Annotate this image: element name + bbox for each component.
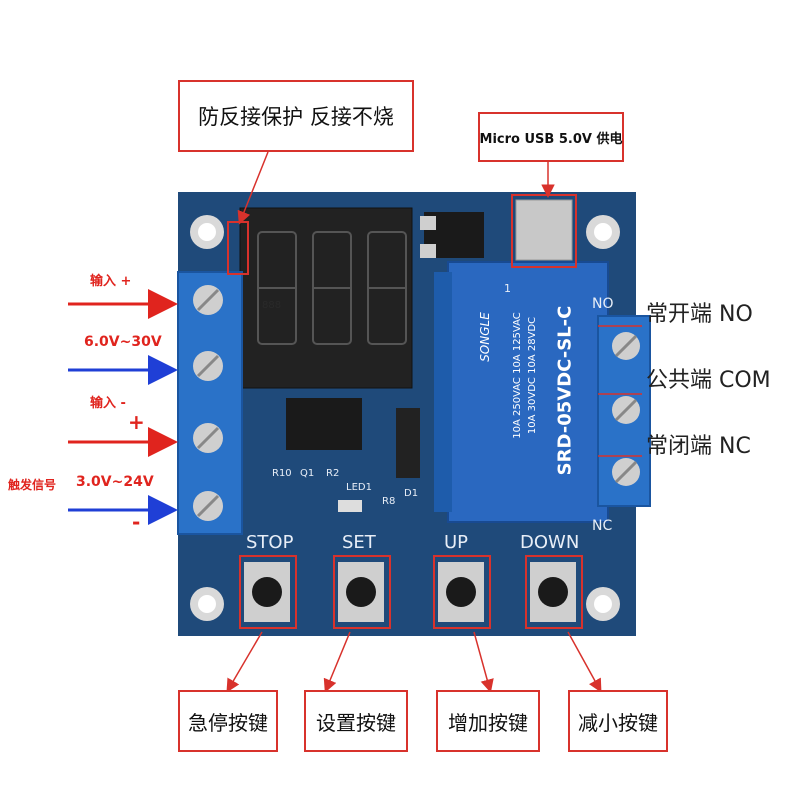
label-input-positive: 输入 +	[90, 274, 132, 289]
silk-r2: R2	[326, 468, 340, 479]
button-label-down: DOWN	[520, 532, 580, 553]
mounting-holes	[190, 215, 620, 621]
label-normally-closed: 常闭端 NC	[646, 434, 751, 459]
label-normally-open: 常开端 NO	[646, 302, 753, 327]
relay-model: SRD-05VDC-SL-C	[554, 305, 576, 476]
callout-micro-usb-power: Micro USB 5.0V 供电	[478, 112, 624, 162]
label-trigger-plus: +	[128, 410, 145, 434]
relay-spec-1: 10A 250VAC 10A 125VAC	[511, 312, 523, 439]
callout-emergency-stop: 急停按键	[178, 690, 278, 752]
callout-pointers	[226, 151, 642, 693]
relay-spec-2: 10A 30VDC 10A 28VDC	[527, 316, 539, 435]
callout-up-button: 增加按键	[436, 690, 540, 752]
display-digits	[257, 231, 407, 345]
label-input-range: 6.0V~30V	[84, 334, 162, 350]
relay-brand: SONGLE	[477, 312, 492, 362]
label-trigger-range: 3.0V~24V	[76, 474, 154, 490]
silk-d1: D1	[404, 488, 419, 499]
label-trigger-signal: 触发信号	[8, 478, 57, 492]
silk-no: NO	[592, 296, 614, 312]
callout-set-button: 设置按键	[304, 690, 408, 752]
callout-reverse-protection: 防反接保护 反接不烧	[178, 80, 414, 152]
button-label-stop: STOP	[246, 532, 294, 553]
silk-nc: NC	[592, 518, 613, 534]
micro-usb-port	[515, 199, 573, 261]
button-label-up: UP	[444, 532, 469, 553]
silk-r10: R10	[272, 468, 292, 479]
ic-chips	[286, 212, 484, 512]
callout-down-button: 减小按键	[568, 690, 668, 752]
silk-led1: LED1	[346, 482, 372, 493]
silk-r8: R8	[382, 496, 396, 507]
label-common: 公共端 COM	[646, 368, 771, 393]
input-arrows	[68, 289, 178, 525]
label-trigger-minus: -	[132, 510, 141, 534]
relay-pin-label: 1	[504, 282, 511, 295]
button-label-set: SET	[342, 532, 376, 553]
seven-segment-display	[239, 207, 413, 389]
label-input-negative: 输入 -	[90, 396, 126, 411]
relay	[434, 261, 609, 523]
push-buttons	[244, 562, 576, 622]
input-terminal-block	[177, 271, 243, 535]
silk-q1: Q1	[300, 468, 315, 479]
display-value: 888	[262, 300, 282, 311]
relay-terminal-block	[597, 315, 651, 507]
